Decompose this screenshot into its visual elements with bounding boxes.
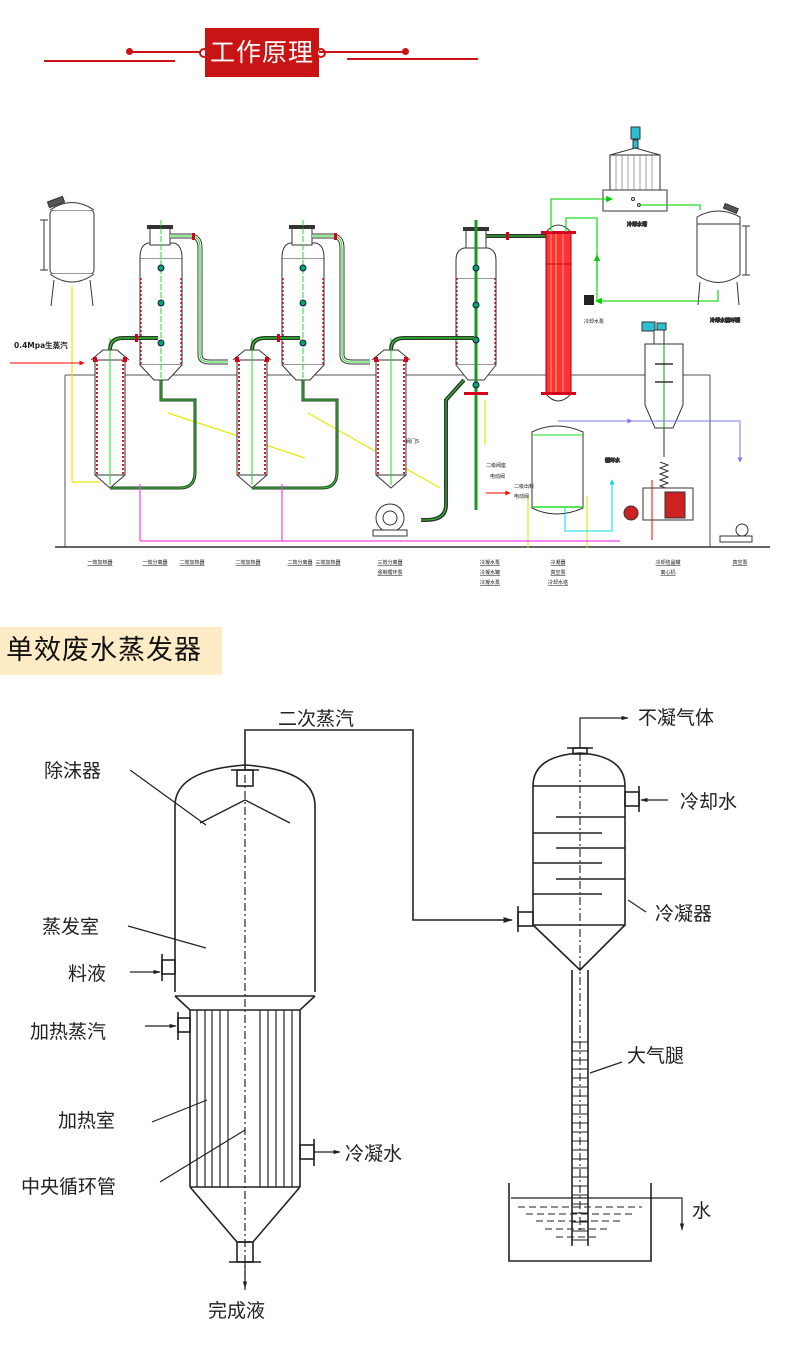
label-demister: 除沫器 (44, 760, 101, 782)
equipment-labels: 一效加热器 一效分离器 二效加热器 二效加热器 二效分离器三效加热器 三效分离器强制循环泵… (87, 559, 747, 586)
leader-heating-chamber (151, 1099, 208, 1123)
label-cooling-tank: 冷却水循环罐 (710, 317, 740, 324)
label-circulating-water: 循环水 (605, 457, 620, 464)
steam-inlet-label: 0.4Mpa生蒸汽 (14, 340, 68, 350)
cooling-water-tank: 冷却水循环罐 (696, 202, 750, 325)
equipment-label: 一效加热器 (87, 559, 112, 566)
label-valve-a: 二级阀座 (486, 462, 506, 469)
label-central-circulation-tube: 中央循环管 (21, 1176, 116, 1198)
equipment-label: 三效分离器 (377, 559, 402, 566)
label-heating-chamber: 加热室 (58, 1110, 115, 1132)
label-valve-d: 电动阀 (514, 493, 529, 500)
label-condenser: 冷凝器 (655, 903, 712, 925)
label-heating-steam: 加热蒸汽 (30, 1021, 106, 1043)
section-title: 单效废水蒸发器 (0, 627, 222, 675)
feed-nozzle (130, 954, 176, 981)
evaporator-effect-3 (371, 220, 546, 522)
label-cooling-pump: 冷却水泵 (584, 318, 604, 325)
cooling-water-nozzle (624, 786, 668, 812)
header-line-left-upper (129, 51, 205, 53)
header-line-left-lower (44, 60, 175, 62)
label-valve-c: 二级出料 (514, 483, 534, 490)
vapor-inlet-nozzle (517, 906, 534, 932)
equipment-label: 冷凝水泵 (480, 579, 500, 586)
header-ring-right (316, 48, 326, 58)
cooling-water-pump: 冷却水泵 (584, 295, 604, 325)
equipment-label: 一效分离器 (142, 559, 167, 566)
multi-effect-flow-diagram: 0.4Mpa生蒸汽 冷却水塔 (10, 126, 770, 586)
leader-condenser (627, 899, 647, 913)
header-title: 工作原理 (205, 28, 319, 77)
equipment-label: 冷凝器 (550, 559, 565, 566)
header-line-right-lower (347, 58, 478, 60)
label-valve-b: 电动阀 (490, 473, 505, 480)
label-valve-5: 阀门5 (406, 438, 419, 445)
equipment-label: 二效加热器 (179, 559, 204, 566)
label-feed-liquid: 料液 (68, 963, 106, 985)
feed-pipe (71, 286, 486, 489)
cooling-water-loop (550, 195, 719, 305)
condensate-nozzle (299, 1139, 341, 1166)
equipment-label: 冷却水塔 (548, 579, 568, 586)
label-finished-liquid: 完成液 (208, 1300, 265, 1322)
vacuum-pump (719, 523, 753, 543)
leader-central-tube (159, 1129, 246, 1183)
feed-tank (40, 195, 95, 307)
label-water: 水 (692, 1200, 711, 1222)
finished-liquid-nozzle (229, 1241, 261, 1289)
condensate-tank: 循环水 (527, 425, 621, 548)
label-cooling-water: 冷却水 (680, 791, 737, 813)
equipment-label: 真空泵 (550, 569, 565, 576)
equipment-label: 冷却结晶罐 (655, 559, 680, 566)
circulation-pump (372, 503, 408, 537)
evaporator-effect-1 (90, 220, 228, 490)
label-secondary-vapor: 二次蒸汽 (278, 708, 354, 730)
label-evaporation-chamber: 蒸发室 (42, 916, 99, 938)
crystallizer-tank (641, 321, 684, 490)
equipment-label: 冷凝水罐 (480, 569, 500, 576)
equipment-label: 强制循环泵 (377, 569, 402, 576)
equipment-label: 冷凝水泵 (480, 559, 500, 566)
steam-inlet: 0.4Mpa生蒸汽 (10, 340, 85, 366)
secondary-vapor-pipe (244, 729, 513, 923)
condenser-top-nozzle (567, 715, 629, 755)
label-barometric-leg: 大气腿 (627, 1045, 684, 1067)
equipment-label: 二效分离器 (287, 559, 312, 566)
condenser-vessel (532, 752, 626, 1230)
barometric-leg (571, 970, 589, 1246)
heating-tubes (196, 1010, 293, 1187)
demister (199, 799, 291, 824)
water-basin (508, 1183, 685, 1262)
header-dot-left (126, 48, 133, 55)
condenser-column (541, 224, 576, 402)
equipment-label: 三效加热器 (315, 559, 340, 566)
header-dot-right (402, 48, 409, 55)
equipment-label: 二效加热器 (235, 559, 260, 566)
label-non-condensable-gas: 不凝气体 (638, 707, 714, 729)
single-effect-evaporator-diagram: 二次蒸汽 除沫器 蒸发室 料液 加热蒸汽 加热室 中央循环管 冷凝水 完成液 不… (21, 707, 737, 1322)
leader-barometric-leg (589, 1061, 623, 1074)
leader-evap-chamber (127, 925, 207, 949)
vacuum-line (558, 418, 743, 463)
leader-demister (129, 769, 207, 826)
cooling-tower: 冷却水塔 (602, 126, 668, 229)
equipment-label: 真空泵 (732, 559, 747, 566)
label-cooling-tower: 冷却水塔 (627, 221, 647, 228)
label-condensate-water: 冷凝水 (345, 1143, 402, 1165)
condensate-line (139, 484, 620, 542)
centrifuge (623, 480, 694, 540)
header-line-right-upper (319, 51, 405, 53)
evaporator-effect-2 (232, 220, 370, 490)
equipment-label: 离心机 (660, 569, 675, 576)
heating-steam-nozzle (145, 1012, 191, 1040)
barometric-leg-ticks (572, 1041, 588, 1241)
section-header: 工作原理 (0, 0, 790, 100)
